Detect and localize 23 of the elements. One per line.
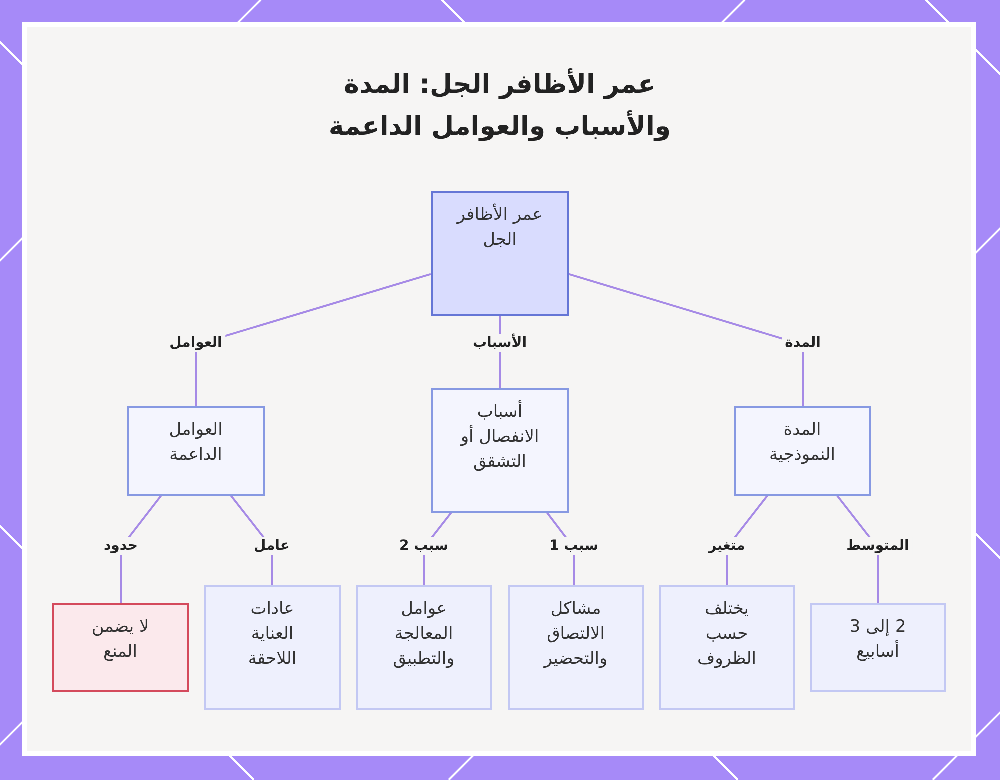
connector-line <box>195 273 432 406</box>
node-label: 2 إلى 3 أسابيع <box>848 616 908 664</box>
detail-box <box>204 585 341 710</box>
node-label: العوامل الداعمة <box>168 419 224 467</box>
warning-box <box>52 603 189 692</box>
detail-box <box>659 585 795 710</box>
node-label: عادات العناية اللاحقة <box>247 598 298 671</box>
node-label: مشاكل الالتصاق والتحضير <box>542 598 609 671</box>
category-box <box>127 406 265 496</box>
detail-box <box>810 603 946 692</box>
node-label: أسباب الانفصال أو التشقق <box>459 400 540 474</box>
connector-line <box>568 273 804 406</box>
node-label: عمر الأظافر الجل <box>456 203 544 252</box>
category-box <box>734 406 871 496</box>
diagram-title: عمر الأظافر الجل: المدة والأسباب والعوامل الداعمة <box>328 68 672 144</box>
node-label: يختلف حسب الظروف <box>696 598 758 671</box>
detail-box <box>356 585 492 710</box>
detail-box <box>508 585 644 710</box>
node-label: عوامل المعالجة والتطبيق <box>392 598 456 671</box>
category-box <box>431 388 569 513</box>
node-label: لا يضمن المنع <box>90 616 150 664</box>
topic-box <box>431 191 569 316</box>
node-label: المدة النموذجية <box>768 419 836 467</box>
